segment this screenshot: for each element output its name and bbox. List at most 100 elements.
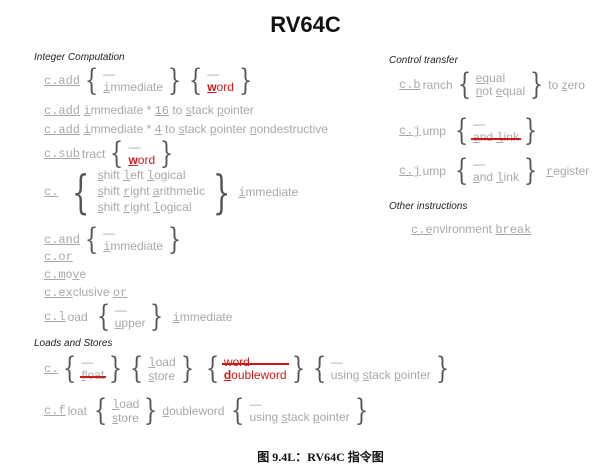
- option-and-link: and link: [473, 169, 519, 185]
- left-brace: {: [188, 63, 203, 98]
- instr-c-ebreak: c.environment break: [411, 222, 531, 237]
- instr-c-or: c.or: [44, 250, 73, 264]
- letter: v: [72, 268, 80, 282]
- left-brace: {: [96, 299, 110, 334]
- instr-rest: oad: [67, 310, 88, 324]
- instr-c-shift: c. { shift left logical shift right arit…: [44, 168, 298, 216]
- option-group: load store: [112, 396, 140, 425]
- suffix-register: register: [546, 163, 590, 179]
- option-using-sp: using stack pointer: [330, 368, 431, 382]
- instr-prefix: c.b: [399, 78, 421, 92]
- right-brace: }: [160, 136, 174, 171]
- right-brace: }: [354, 393, 368, 428]
- left-brace: {: [312, 351, 326, 386]
- right-brace: }: [109, 351, 123, 386]
- left-brace: {: [110, 136, 124, 171]
- instr-rest: tract: [82, 147, 106, 161]
- option-empty: —: [473, 156, 486, 171]
- right-brace: }: [167, 222, 182, 257]
- instr-c-load-store: c. { — float } { load store } { word dou…: [44, 354, 452, 384]
- option-not-equal: not equal: [475, 84, 526, 98]
- instr-rest: ump: [422, 124, 446, 138]
- option-group: load store: [148, 354, 176, 383]
- instr-c-add: c.add { — immediate } { — word }: [44, 66, 255, 96]
- right-brace: }: [435, 351, 450, 386]
- option-group: equal not equal: [476, 72, 525, 98]
- option-empty: —: [249, 397, 262, 411]
- letter: x: [65, 286, 73, 300]
- instr-c-mv: c.move: [44, 267, 86, 282]
- left-brace: {: [72, 165, 90, 219]
- right-brace: }: [167, 63, 182, 98]
- instr-prefix: c.m: [44, 268, 66, 282]
- right-brace: }: [291, 351, 305, 386]
- option-immediate: immediate: [103, 79, 163, 95]
- option-group: word doubleword: [221, 356, 289, 382]
- section-other-instructions: Other instructions: [389, 201, 468, 212]
- suffix-immediate: immediate: [238, 184, 299, 200]
- option-group: — word: [128, 141, 155, 167]
- instr-rest: nvironment: [432, 222, 492, 236]
- left-brace: {: [231, 393, 245, 428]
- option-empty: —: [330, 355, 343, 369]
- option-group: — immediate: [103, 66, 163, 95]
- option-sll: shift left logical: [97, 168, 186, 183]
- option-store: store: [112, 410, 139, 425]
- instr-prefix: c.add: [44, 104, 81, 118]
- left-brace: {: [84, 63, 99, 98]
- option-empty: —: [473, 116, 486, 131]
- option-load: load: [148, 354, 176, 370]
- right-brace: }: [212, 165, 231, 219]
- suffix-immediate: immediate: [172, 309, 233, 325]
- mid-doubleword: doubleword: [162, 404, 225, 418]
- option-and-link-struck: and link: [471, 129, 521, 145]
- option-load: load: [112, 396, 140, 412]
- option-word-highlight: word: [207, 80, 234, 94]
- instr-prefix: c.f: [44, 404, 66, 418]
- right-brace: }: [144, 393, 158, 428]
- right-brace: }: [523, 153, 538, 188]
- section-integer-computation: Integer Computation: [34, 52, 125, 63]
- instr-rest: ump: [422, 164, 446, 178]
- option-doubleword-highlight: doubleword: [223, 368, 287, 382]
- left-brace: {: [63, 351, 77, 386]
- instr-rest: ranch: [422, 78, 453, 92]
- option-empty: —: [207, 67, 220, 81]
- option-group: — float: [79, 356, 106, 382]
- instr-prefix: c.add: [44, 123, 81, 137]
- left-brace: {: [130, 351, 144, 386]
- option-srl: shift right logical: [97, 200, 192, 215]
- option-empty: —: [128, 140, 141, 154]
- instr-prefix: c.l: [44, 310, 66, 324]
- instr-prefix: c.j: [399, 164, 421, 178]
- option-group: — word: [207, 68, 234, 94]
- instr-prefix: c.sub: [44, 147, 81, 161]
- option-using-sp: using stack pointer: [249, 410, 350, 424]
- instr-prefix: c.e: [44, 286, 66, 300]
- option-group: — upper: [115, 304, 146, 330]
- option-group: — immediate: [103, 226, 163, 254]
- right-brace: }: [180, 351, 194, 386]
- option-word-struck: word: [221, 356, 289, 369]
- instr-c-xor: c.exclusive or: [44, 285, 127, 300]
- left-brace: {: [93, 393, 108, 428]
- suffix-to-zero: to zero: [548, 78, 585, 92]
- option-sra: shift right arithmetic: [97, 184, 205, 199]
- option-group: — and link: [473, 156, 519, 185]
- option-immediate: immediate: [103, 238, 163, 254]
- option-empty: —: [103, 66, 116, 81]
- instr-c-addi16sp: c.add immediate * 16 to stack pointer: [44, 103, 254, 118]
- instr-c-addi4spn: c.add immediate * 4 to stack pointer non…: [44, 122, 328, 137]
- instr-prefix: c.: [44, 185, 59, 199]
- left-brace: {: [205, 351, 219, 386]
- option-word-highlight: word: [128, 153, 156, 167]
- option-group: — using stack pointer: [331, 356, 431, 382]
- left-brace: {: [454, 153, 469, 188]
- option-float-struck: float: [79, 368, 106, 382]
- option-empty: —: [114, 303, 127, 317]
